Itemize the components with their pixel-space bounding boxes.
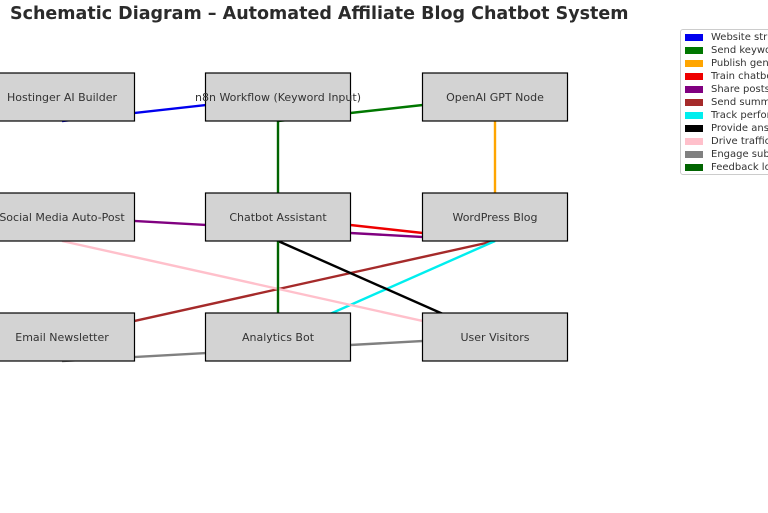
- legend-label: Website structure: [711, 32, 768, 43]
- node-label-hostinger: Hostinger AI Builder: [7, 91, 117, 104]
- legend-swatch: [685, 60, 703, 67]
- node-label-visitors: User Visitors: [461, 331, 530, 344]
- legend-label: Track performance: [711, 110, 768, 121]
- legend-label: Provide answers: [711, 123, 768, 134]
- node-box-social: [0, 192, 136, 242]
- node-box-wordpress: [421, 192, 569, 242]
- node-labels-layer: Hostinger AI Builder n8n Workflow (Keywor…: [0, 91, 544, 344]
- legend-swatch: [685, 151, 703, 158]
- node-box-chatbot: [204, 192, 352, 242]
- node-box-hostinger: [0, 72, 136, 122]
- legend-label: Send keywords: [711, 45, 768, 56]
- legend-swatch: [685, 86, 703, 93]
- page-title: Schematic Diagram – Automated Affiliate …: [10, 4, 629, 24]
- legend-swatch: [685, 99, 703, 106]
- legend-item-train-chatbot: Train chatbot: [685, 70, 768, 83]
- legend-label: Share posts: [711, 84, 768, 95]
- legend-item-publish-generated-posts: Publish generated posts: [685, 57, 768, 70]
- legend-swatch: [685, 112, 703, 119]
- node-label-social: Social Media Auto-Post: [0, 211, 125, 224]
- node-box-analytics: [204, 312, 352, 362]
- node-label-openai: OpenAI GPT Node: [446, 91, 544, 104]
- node-label-chatbot: Chatbot Assistant: [229, 211, 327, 224]
- legend-swatch: [685, 164, 703, 171]
- node-label-n8n: n8n Workflow (Keyword Input): [195, 91, 361, 104]
- node-box-n8n: [204, 72, 352, 122]
- legend-label: Publish generated posts: [711, 58, 768, 69]
- legend-swatch: [685, 73, 703, 80]
- legend-item-provide-answers: Provide answers: [685, 122, 768, 135]
- legend-item-website-structure: Website structure: [685, 31, 768, 44]
- legend-swatch: [685, 34, 703, 41]
- legend-label: Send summaries: [711, 97, 768, 108]
- legend-item-feedback-loop: Feedback loop: [685, 161, 768, 174]
- legend-item-drive-traffic: Drive traffic: [685, 135, 768, 148]
- nodes-layer: [0, 72, 569, 362]
- legend-item-engage-subscribers: Engage subscribers: [685, 148, 768, 161]
- legend-swatch: [685, 125, 703, 132]
- node-label-email: Email Newsletter: [15, 331, 109, 344]
- legend-label: Drive traffic: [711, 136, 768, 147]
- node-box-openai: [421, 72, 569, 122]
- legend-item-track-performance: Track performance: [685, 109, 768, 122]
- node-box-email: [0, 312, 136, 362]
- legend-label: Engage subscribers: [711, 149, 768, 160]
- node-label-wordpress: WordPress Blog: [452, 211, 537, 224]
- legend-label: Train chatbot: [711, 71, 768, 82]
- legend-swatch: [685, 47, 703, 54]
- node-box-visitors: [421, 312, 569, 362]
- legend-item-send-keywords: Send keywords: [685, 44, 768, 57]
- node-label-analytics: Analytics Bot: [242, 331, 315, 344]
- legend-swatch: [685, 138, 703, 145]
- legend: Website structureSend keywordsPublish ge…: [680, 29, 768, 175]
- legend-item-share-posts: Share posts: [685, 83, 768, 96]
- legend-item-send-summaries: Send summaries: [685, 96, 768, 109]
- legend-label: Feedback loop: [711, 162, 768, 173]
